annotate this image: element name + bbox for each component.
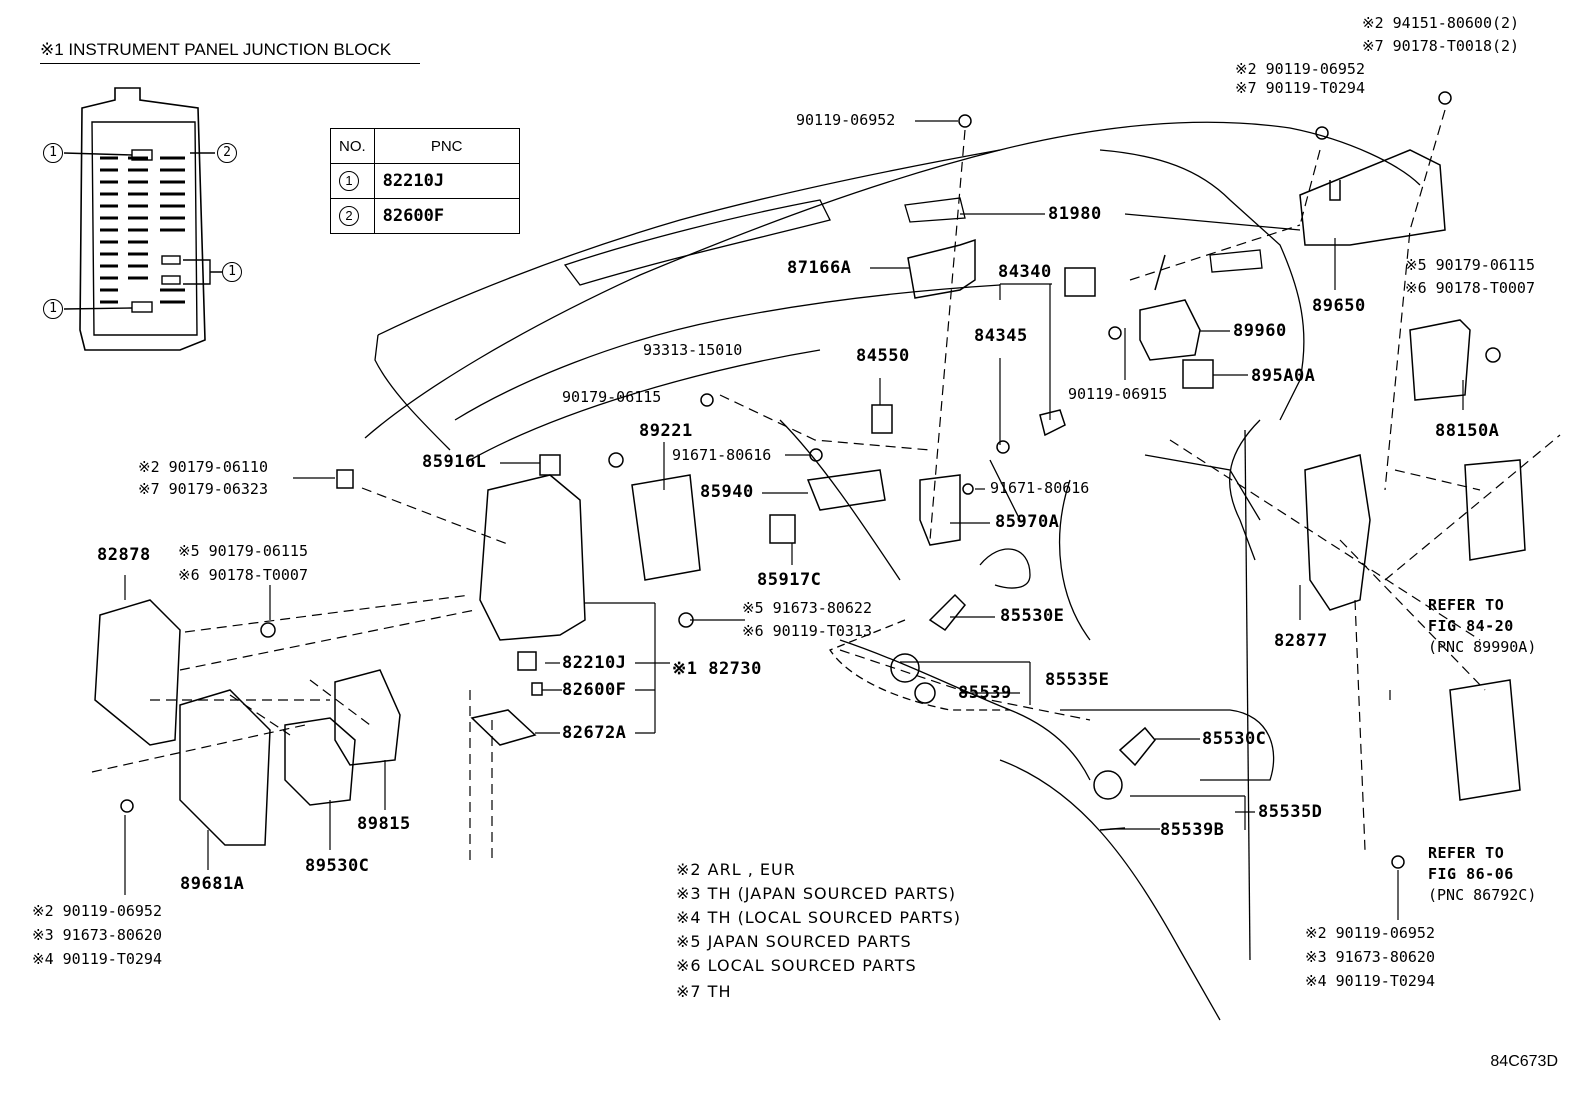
fastener-label: ※6 90178-T0007 bbox=[178, 566, 308, 584]
fastener-label: ※5 91673-80622 bbox=[742, 599, 872, 617]
fastener-label: ※2 90119-06952 bbox=[32, 902, 162, 920]
callout-2: 2 bbox=[217, 143, 237, 163]
row-no-circle: 2 bbox=[339, 206, 359, 226]
fastener-label: ※3 91673-80620 bbox=[1305, 948, 1435, 966]
fastener-label: 90179-06115 bbox=[562, 388, 662, 406]
note-item: ※3 TH (JAPAN SOURCED PARTS) bbox=[676, 884, 956, 903]
callout-number: 1 bbox=[43, 299, 63, 319]
fastener-label: ※2 90119-06952 bbox=[1235, 60, 1365, 78]
part-84345: 84345 bbox=[974, 326, 1028, 346]
part-84340: 84340 bbox=[998, 262, 1052, 282]
part-81980: 81980 bbox=[1048, 204, 1102, 224]
part-89221: 89221 bbox=[639, 421, 693, 441]
note-item: ※4 TH (LOCAL SOURCED PARTS) bbox=[676, 908, 962, 927]
note-item: ※5 JAPAN SOURCED PARTS bbox=[676, 932, 912, 951]
row-no-circle: 1 bbox=[339, 171, 359, 191]
fastener-label: ※7 90178-T0018(2) bbox=[1362, 37, 1520, 55]
fastener-label: ※2 94151-80600(2) bbox=[1362, 14, 1520, 32]
callout-number: 1 bbox=[43, 143, 63, 163]
note-item: ※7 TH bbox=[676, 982, 732, 1001]
header-pnc: PNC bbox=[373, 128, 520, 164]
part-82877: 82877 bbox=[1274, 631, 1328, 651]
pnc-table-row: 2 82600F bbox=[330, 198, 520, 234]
callout-1-top: 1 bbox=[43, 143, 63, 163]
pnc-table: NO. PNC 1 82210J 2 82600F bbox=[330, 128, 520, 234]
part-85539B: 85539B bbox=[1160, 820, 1225, 840]
refer-fig: FIG 84-20 bbox=[1428, 617, 1514, 635]
fastener-label: ※2 90119-06952 bbox=[1305, 924, 1435, 942]
part-85530C: 85530C bbox=[1202, 729, 1267, 749]
part-895A0A: 895A0A bbox=[1251, 366, 1316, 386]
pnc-table-header: NO. PNC bbox=[330, 128, 520, 164]
fastener-label: ※7 90119-T0294 bbox=[1235, 79, 1365, 97]
junction-block-title: ※1 INSTRUMENT PANEL JUNCTION BLOCK bbox=[40, 40, 420, 64]
part-85530E: 85530E bbox=[1000, 606, 1065, 626]
fastener-label: ※6 90119-T0313 bbox=[742, 622, 872, 640]
header-no: NO. bbox=[330, 128, 375, 164]
fastener-label: ※7 90179-06323 bbox=[138, 480, 268, 498]
part-88150A: 88150A bbox=[1435, 421, 1500, 441]
part-87166A: 87166A bbox=[787, 258, 852, 278]
part-82210J: 82210J bbox=[562, 653, 627, 673]
fastener-label: ※3 91673-80620 bbox=[32, 926, 162, 944]
callout-1-bottom: 1 bbox=[43, 299, 63, 319]
part-85970A: 85970A bbox=[995, 512, 1060, 532]
part-82672A: 82672A bbox=[562, 723, 627, 743]
refer-pnc: (PNC 89990A) bbox=[1428, 638, 1537, 656]
fastener-label: ※5 90179-06115 bbox=[1405, 256, 1535, 274]
refer-label: REFER TO bbox=[1428, 844, 1505, 862]
fastener-label: 90119-06915 bbox=[1068, 385, 1168, 403]
part-85940: 85940 bbox=[700, 482, 754, 502]
refer-fig: FIG 86-06 bbox=[1428, 865, 1514, 883]
junction-block-drawing bbox=[63, 87, 222, 351]
row-pnc: 82600F bbox=[373, 198, 520, 234]
part-89960: 89960 bbox=[1233, 321, 1287, 341]
fastener-label: 91671-80616 bbox=[990, 479, 1090, 497]
row-pnc: 82210J bbox=[373, 163, 520, 199]
part-84550: 84550 bbox=[856, 346, 910, 366]
refer-pnc: (PNC 86792C) bbox=[1428, 886, 1537, 904]
part-85539: 85539 bbox=[958, 683, 1012, 703]
part-89681A: 89681A bbox=[180, 874, 245, 894]
part-82600F: 82600F bbox=[562, 680, 627, 700]
note-item: ※2 ARL , EUR bbox=[676, 860, 796, 879]
diagram-code: 84C673D bbox=[1490, 1053, 1558, 1070]
row-no: 2 bbox=[330, 198, 375, 234]
refer-label: REFER TO bbox=[1428, 596, 1505, 614]
row-no: 1 bbox=[330, 163, 375, 199]
fastener-label: 90119-06952 bbox=[796, 111, 896, 129]
part-85917C: 85917C bbox=[757, 570, 822, 590]
callout-1-right: 1 bbox=[222, 262, 242, 282]
part-85535D: 85535D bbox=[1258, 802, 1323, 822]
fastener-label: ※6 90178-T0007 bbox=[1405, 279, 1535, 297]
fastener-label: ※2 90179-06110 bbox=[138, 458, 268, 476]
pnc-table-row: 1 82210J bbox=[330, 163, 520, 199]
fastener-label: 91671-80616 bbox=[672, 446, 772, 464]
callout-number: 1 bbox=[222, 262, 242, 282]
dashboard-drawing bbox=[364, 121, 1421, 1021]
part-89650: 89650 bbox=[1312, 296, 1366, 316]
part-89815: 89815 bbox=[357, 814, 411, 834]
part-85535E: 85535E bbox=[1045, 670, 1110, 690]
callout-number: 2 bbox=[217, 143, 237, 163]
fastener-label: 93313-15010 bbox=[643, 341, 743, 359]
part-85916L: 85916L bbox=[422, 452, 487, 472]
fastener-label: ※4 90119-T0294 bbox=[32, 950, 162, 968]
fastener-label: ※4 90119-T0294 bbox=[1305, 972, 1435, 990]
fastener-label: ※5 90179-06115 bbox=[178, 542, 308, 560]
part-82878: 82878 bbox=[97, 545, 151, 565]
part-82730: ※1 82730 bbox=[672, 659, 762, 679]
part-89530C: 89530C bbox=[305, 856, 370, 876]
note-item: ※6 LOCAL SOURCED PARTS bbox=[676, 956, 917, 975]
